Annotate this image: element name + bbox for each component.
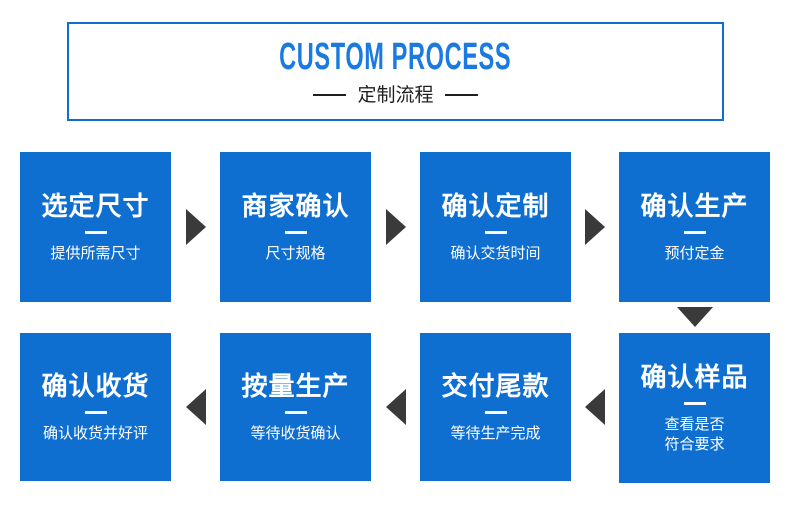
process-step-card-8[interactable]: 确认收货 确认收货并好评 xyxy=(20,333,171,481)
header-banner: CUSTOM PROCESS 定制流程 xyxy=(67,22,724,121)
arrow-left-icon-step6-step7 xyxy=(386,389,406,425)
step-divider xyxy=(683,401,706,405)
step-divider xyxy=(683,230,706,234)
step-title: 商家确认 xyxy=(241,191,350,222)
step-description: 等待生产完成 xyxy=(450,423,541,442)
process-step-card-2[interactable]: 商家确认 尺寸规格 xyxy=(220,152,371,302)
page-subtitle-text: 定制流程 xyxy=(357,84,434,106)
step-description: 确认收货并好评 xyxy=(42,423,148,442)
arrow-right-icon-step2-step3 xyxy=(386,209,406,245)
step-title: 确认样品 xyxy=(640,362,749,393)
page-subtitle: 定制流程 xyxy=(313,84,478,106)
page-title: CUSTOM PROCESS xyxy=(279,36,512,78)
step-divider xyxy=(284,410,307,414)
step-divider xyxy=(484,230,507,234)
subtitle-rule-right xyxy=(444,94,478,96)
process-step-card-1[interactable]: 选定尺寸 提供所需尺寸 xyxy=(20,152,171,302)
step-description: 提供所需尺寸 xyxy=(50,243,141,262)
arrow-left-icon-step5-step6 xyxy=(585,389,605,425)
process-step-card-5[interactable]: 确认样品 查看是否 符合要求 xyxy=(619,333,770,483)
step-description: 尺寸规格 xyxy=(265,243,326,262)
step-title: 按量生产 xyxy=(241,371,350,402)
process-step-card-3[interactable]: 确认定制 确认交货时间 xyxy=(420,152,571,302)
subtitle-rule-left xyxy=(313,94,347,96)
arrow-left-icon-step7-step8 xyxy=(186,389,206,425)
step-title: 交付尾款 xyxy=(441,371,550,402)
step-description: 查看是否 符合要求 xyxy=(664,414,725,453)
arrow-down-icon-step4-step5 xyxy=(677,307,713,327)
step-title: 确认生产 xyxy=(640,191,749,222)
arrow-right-icon-step3-step4 xyxy=(585,209,605,245)
step-description: 等待收货确认 xyxy=(250,423,341,442)
step-title: 选定尺寸 xyxy=(41,191,150,222)
step-divider xyxy=(84,410,107,414)
process-step-card-6[interactable]: 交付尾款 等待生产完成 xyxy=(420,333,571,481)
process-step-card-7[interactable]: 按量生产 等待收货确认 xyxy=(220,333,371,481)
step-description: 预付定金 xyxy=(664,243,725,262)
arrow-right-icon-step1-step2 xyxy=(186,209,206,245)
step-description: 确认交货时间 xyxy=(450,243,541,262)
step-divider xyxy=(284,230,307,234)
process-step-card-4[interactable]: 确认生产 预付定金 xyxy=(619,152,770,302)
step-title: 确认收货 xyxy=(41,371,150,402)
step-divider xyxy=(484,410,507,414)
step-title: 确认定制 xyxy=(441,191,550,222)
step-divider xyxy=(84,230,107,234)
